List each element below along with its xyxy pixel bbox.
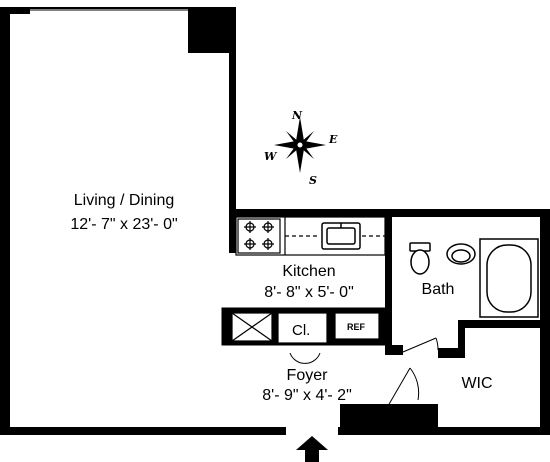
foyer-label: Foyer [287, 367, 329, 384]
foyer-dimensions: 8'- 9" x 4'- 2" [262, 387, 352, 404]
stove-icon [237, 218, 281, 254]
compass-north-label: N [291, 109, 303, 122]
compass-east-label: E [328, 133, 338, 146]
wic-label: WIC [461, 375, 492, 392]
kitchen-counter [235, 216, 386, 256]
bathtub-icon [479, 238, 539, 318]
kitchen-label: Kitchen [282, 263, 335, 280]
compass-south-label: S [309, 174, 317, 187]
bath-label: Bath [422, 281, 455, 298]
toilet-icon [409, 242, 431, 275]
walls [0, 7, 550, 435]
living-dining-dimensions: 12'- 7" x 23'- 0" [70, 216, 177, 233]
compass-rose-icon [274, 117, 326, 173]
refrigerator-label: REF [347, 322, 366, 332]
compass-west-label: W [264, 150, 278, 163]
kitchen-cabinets [221, 307, 386, 346]
doors [289, 337, 439, 407]
sink-icon [321, 222, 361, 250]
entrance-arrow-icon [296, 436, 328, 462]
living-dining-label: Living / Dining [74, 192, 175, 209]
closet-label: Cl. [292, 322, 310, 339]
kitchen-dimensions: 8'- 8" x 5'- 0" [264, 284, 354, 301]
bath-sink-icon [446, 243, 476, 265]
